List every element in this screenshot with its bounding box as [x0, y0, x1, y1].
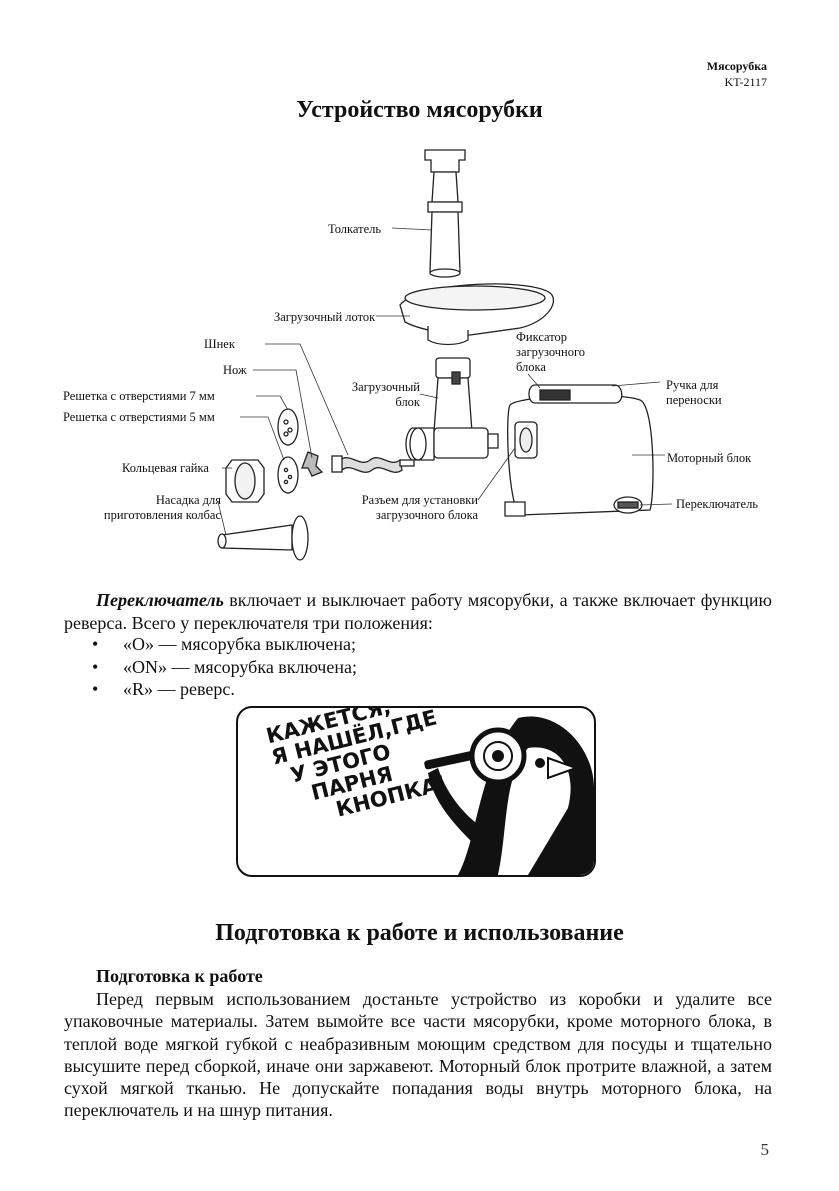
feed-tray-drawing — [399, 283, 555, 346]
list-item: «O» — мясорубка выключена; — [92, 633, 357, 656]
label-lock-line1: Фиксатор — [516, 330, 568, 344]
preparation-paragraph: Перед первым использованием достаньте ус… — [64, 989, 772, 1121]
label-lock-line3: блока — [516, 360, 546, 374]
list-item: «R» — реверс. — [92, 678, 357, 701]
leader-lines — [217, 227, 673, 536]
header-model: KT-2117 — [724, 75, 767, 89]
label-motor-unit: Моторный блок — [667, 451, 752, 465]
grid-5mm-drawing — [277, 456, 299, 494]
motor-unit-drawing — [504, 384, 654, 517]
label-lock-line2: загрузочного — [516, 345, 586, 359]
loading-block-drawing — [405, 357, 499, 461]
label-socket: Разъем для установки загрузочного блока — [330, 493, 478, 523]
comic-illustration: КАЖЕТСЯ, Я НАШЁЛ,ГДЕ У ЭТОГО ПАРНЯ КНОПК… — [236, 706, 596, 877]
grid-7mm-drawing — [277, 408, 299, 446]
label-loading-block: Загрузочный блок — [330, 380, 420, 410]
label-handle-line2: переноски — [666, 393, 722, 407]
running-header: Мясорубка KT-2117 — [707, 58, 767, 90]
list-item: «ON» — мясорубка включена; — [92, 656, 357, 679]
label-handle-line1: Ручка для — [666, 378, 719, 392]
meat-grinder-diagram — [217, 149, 673, 561]
ring-nut-drawing — [225, 459, 265, 503]
sausage-nozzle-drawing — [217, 515, 309, 561]
label-feed-tray: Загрузочный лоток — [274, 310, 376, 324]
label-block-lock: Фиксатор загрузочного блока — [516, 330, 585, 375]
label-socket-line1: Разъем для установки — [361, 493, 478, 507]
auger-drawing — [331, 455, 415, 473]
label-sausage-line1: Насадка для — [155, 493, 221, 507]
label-switch: Переключатель — [676, 497, 759, 511]
switch-text: включает и выключает работу мясорубки, а… — [64, 590, 772, 633]
penguin-with-magnifier-icon — [424, 716, 594, 875]
section-title-device: Устройство мясорубки — [296, 97, 543, 123]
label-loading-line1: Загрузочный — [351, 380, 420, 394]
page-number: 5 — [760, 1140, 770, 1159]
label-auger: Шнек — [204, 337, 235, 351]
label-socket-line2: загрузочного блока — [375, 508, 478, 522]
label-sausage-line2: приготовления колбас — [103, 508, 221, 522]
label-ring-nut: Кольцевая гайка — [122, 461, 209, 475]
switch-paragraph: Переключатель включает и выключает работ… — [64, 589, 772, 634]
knife-drawing — [301, 451, 324, 477]
pusher-drawing — [424, 149, 466, 278]
switch-options-list: «O» — мясорубка выключена; «ON» — мясору… — [92, 633, 357, 701]
label-handle: Ручка для переноски — [666, 378, 722, 408]
label-grid-7mm: Решетка с отверстиями 7 мм — [63, 389, 215, 403]
section-title-preparation: Подготовка к работе и использование — [215, 920, 624, 946]
label-loading-line2: блок — [395, 395, 420, 409]
label-knife: Нож — [223, 363, 247, 377]
label-pusher: Толкатель — [328, 222, 382, 236]
label-grid-5mm: Решетка с отверстиями 5 мм — [63, 410, 215, 424]
label-sausage-nozzle: Насадка для приготовления колбас — [80, 493, 221, 523]
header-product: Мясорубка — [706, 59, 767, 73]
switch-lead: Переключатель — [96, 590, 224, 610]
subsection-title: Подготовка к работе — [96, 966, 263, 986]
